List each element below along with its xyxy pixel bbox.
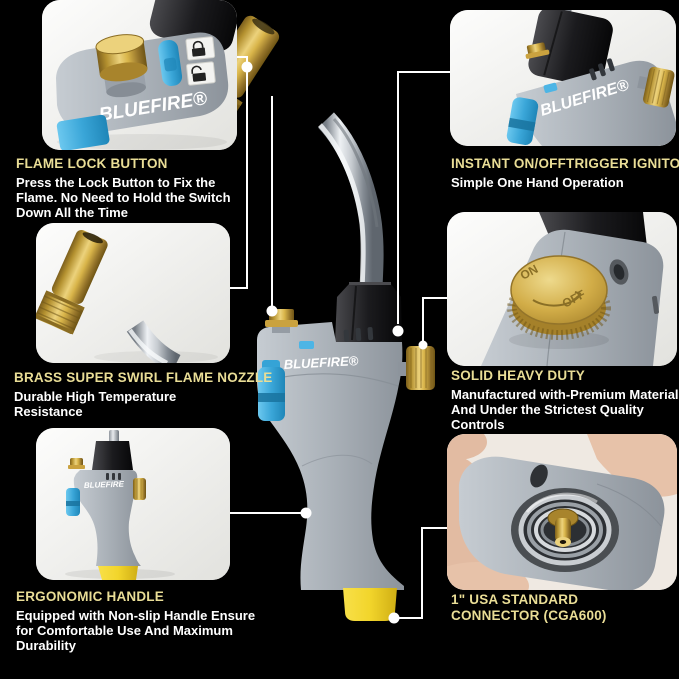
callout-heading: SOLID HEAVY DUTY — [451, 368, 585, 383]
flame-adjuster-knob — [398, 346, 435, 390]
callout-handle: ERGONOMIC HANDLE Equipped with Non-slip … — [16, 589, 258, 654]
ignition-trigger — [66, 488, 80, 516]
callout-line-connector — [399, 527, 447, 619]
callout-heading: ERGONOMIC HANDLE — [16, 589, 164, 604]
flame-lock-slider — [299, 341, 314, 349]
callout-heading: BRASS SUPER SWIRL FLAME NOZZLE — [14, 370, 273, 385]
callout-flame-lock: FLAME LOCK BUTTON Press the Lock Button … — [16, 156, 244, 221]
pointer-dot — [418, 340, 428, 350]
callout-body: Press the Lock Button to Fix the Flame. … — [16, 174, 231, 221]
callout-body: Simple One Hand Operation — [451, 174, 624, 190]
callout-nozzle: BRASS SUPER SWIRL FLAME NOZZLE Durable H… — [14, 370, 273, 419]
nozzle-collar — [335, 282, 402, 342]
pointer-dot — [392, 325, 404, 337]
photo-on-off-dial-closeup: ON OFF — [447, 212, 677, 366]
brass-pin — [547, 508, 579, 547]
callout-heavy-duty: SOLID HEAVY DUTY Manufactured with-Premi… — [451, 368, 679, 433]
hand — [447, 434, 487, 460]
callout-body: Manufactured with-Premium Material And U… — [451, 386, 679, 433]
lock-closed-icon — [191, 40, 206, 57]
callout-body: Durable High Temperature Resistance — [14, 388, 177, 419]
torch-body: BLUEFIRE® — [257, 322, 404, 590]
on-off-dial: ON OFF — [507, 255, 611, 340]
callout-heading: 1" USA STANDARD CONNECTOR (CGA600) — [451, 592, 607, 623]
pointer-dot — [388, 612, 400, 624]
hand — [587, 434, 677, 497]
callout-heading: INSTANT ON/OFFTRIGGER IGNITOR — [451, 156, 679, 171]
ignition-vents — [343, 327, 374, 342]
chrome-neck — [317, 112, 384, 299]
callout-line-knob — [422, 297, 447, 341]
callout-body: Equipped with Non-slip Handle Ensure for… — [16, 607, 256, 654]
photo-trigger-ignitor-closeup: BLUEFIRE® — [450, 10, 676, 146]
brass-valve — [265, 309, 298, 333]
pointer-dot — [266, 305, 278, 317]
photo-brass-nozzle-closeup — [36, 223, 230, 363]
brand-logo: BLUEFIRE — [84, 480, 125, 490]
lock-slider-switch — [158, 39, 183, 86]
lock-open-icon — [191, 65, 207, 82]
flame-adjuster-knob — [637, 66, 675, 108]
photo-flame-lock-closeup: BLUEFIRE® — [42, 0, 237, 150]
callout-line-trigger — [397, 71, 450, 324]
flame-lock-slider — [543, 82, 558, 93]
yellow-base — [98, 566, 138, 580]
callout-heading: FLAME LOCK BUTTON — [16, 156, 168, 171]
brand-logo: BLUEFIRE® — [283, 353, 359, 372]
brass-nozzle — [36, 230, 108, 335]
callout-connector: 1" USA STANDARD CONNECTOR (CGA600) — [451, 592, 656, 626]
brass-lock-button — [95, 34, 148, 98]
ignition-trigger — [506, 97, 539, 145]
brass-valve — [525, 42, 550, 59]
photo-ergonomic-handle: BLUEFIRE — [36, 428, 230, 580]
pointer-dot — [300, 507, 312, 519]
flame-adjuster-knob — [133, 478, 146, 500]
callout-trigger-ignitor: INSTANT ON/OFFTRIGGER IGNITOR Simple One… — [451, 156, 679, 190]
photo-usa-connector-closeup — [447, 434, 677, 590]
yellow-base — [343, 588, 397, 621]
pointer-dot — [241, 61, 253, 73]
brass-valve — [68, 458, 85, 469]
